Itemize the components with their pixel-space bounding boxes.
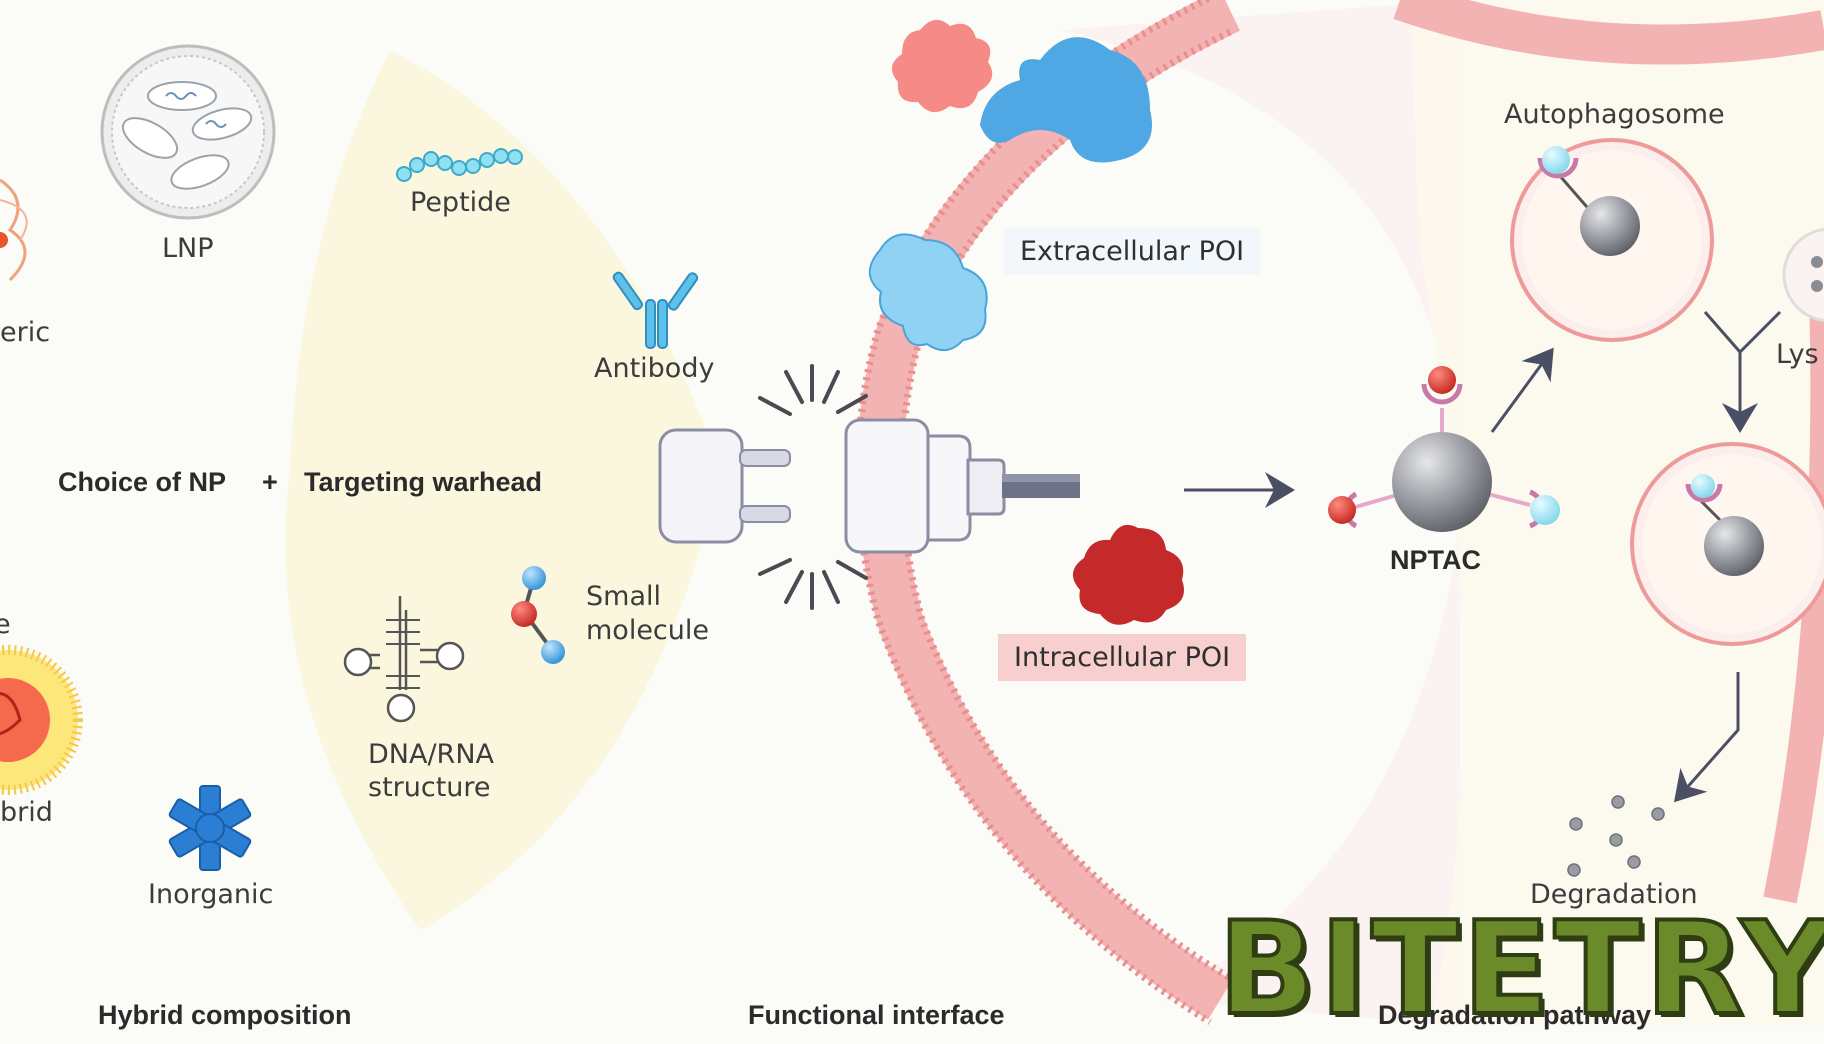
- small-molecule-icon: [511, 566, 565, 664]
- extracellular-poi-label: Extracellular POI: [1004, 228, 1261, 275]
- small-molecule-label-line2: molecule: [586, 615, 710, 646]
- peptide-icon: [396, 148, 523, 182]
- choice-of-np-heading: Choice of NP: [58, 467, 227, 497]
- lysosome-label: Lys: [1776, 339, 1819, 370]
- degradation-fragments: [1567, 795, 1665, 877]
- dna-rna-label-line1: DNA/RNA: [368, 739, 494, 770]
- autophagosome-outer-membrane: [1393, 0, 1824, 65]
- inorganic-label: Inorganic: [148, 879, 274, 910]
- targeting-warhead-heading: Targeting warhead: [304, 467, 543, 497]
- functional-interface-heading: Functional interface: [748, 1000, 1005, 1030]
- blue-receptor-protein: [980, 37, 1152, 163]
- plug-connector-icon: [658, 418, 1080, 554]
- lipid-label: e: [0, 609, 11, 640]
- autolysosome-vesicle: [1630, 442, 1824, 646]
- plus-sign: +: [262, 467, 278, 497]
- nptac-to-autophagosome-arrow: [1490, 347, 1554, 433]
- hybrid-composition-heading: Hybrid composition: [98, 1000, 352, 1030]
- antibody-icon: [612, 271, 699, 349]
- inorganic-np-icon: [168, 785, 252, 871]
- pink-protein-blob: [891, 19, 993, 113]
- polymeric-np-icon: [0, 178, 28, 282]
- nptac-label: NPTAC: [1390, 545, 1481, 575]
- antibody-label: Antibody: [594, 353, 715, 384]
- hybrid-label: brid: [0, 797, 53, 828]
- degradation-arrow: [1674, 672, 1740, 803]
- fusion-arrow: [1703, 310, 1782, 433]
- degradation-pathway-heading: Degradation pathway: [1378, 1000, 1652, 1030]
- dna-rna-structure-icon: [343, 596, 465, 723]
- lysosome-vesicle: [1782, 227, 1824, 323]
- peptide-label: Peptide: [410, 187, 511, 218]
- lnp-particle-icon: [100, 44, 276, 220]
- intracellular-poi-protein: [1072, 524, 1184, 625]
- small-molecule-label-line1: Small: [586, 581, 661, 612]
- nptac-particle: [1328, 366, 1560, 532]
- autophagosome-label: Autophagosome: [1504, 99, 1725, 130]
- degradation-label: Degradation: [1530, 879, 1698, 910]
- hybrid-np-icon: [0, 645, 83, 795]
- polymeric-label: eric: [0, 317, 51, 348]
- autophagosome-vesicle: [1510, 138, 1714, 342]
- dna-rna-label-line2: structure: [368, 772, 491, 803]
- intracellular-poi-label: Intracellular POI: [998, 634, 1247, 681]
- lnp-label: LNP: [162, 233, 214, 264]
- bitetry-watermark-logo: BITETRY: [1216, 893, 1824, 1044]
- extracellular-poi-protein: [868, 233, 988, 351]
- connection-spark-lines: [758, 364, 868, 610]
